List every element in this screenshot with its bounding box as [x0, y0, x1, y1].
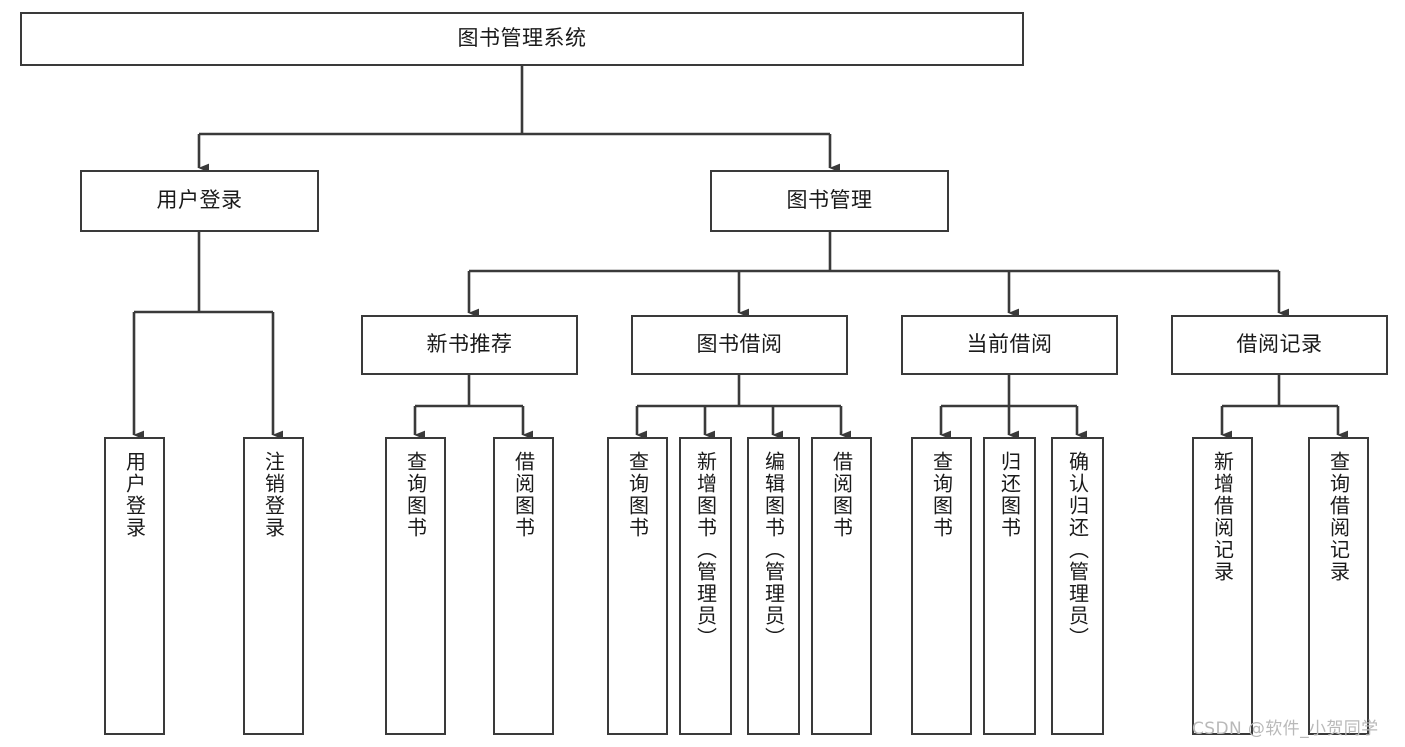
node-leaf-logout-login[interactable]: 注销登录 [243, 437, 304, 735]
node-root-system-label: 图书管理系统 [457, 26, 587, 51]
node-new-book-recommend-label: 新书推荐 [426, 332, 513, 357]
node-leaf-return-book-label: 归还图书 [997, 451, 1022, 539]
node-book-borrow[interactable]: 图书借阅 [631, 315, 848, 375]
node-leaf-add-record-label: 新增借阅记录 [1210, 451, 1235, 583]
node-leaf-query-book-2[interactable]: 查询图书 [607, 437, 668, 735]
csdn-watermark: CSDN @软件_小贺同学 [1192, 719, 1379, 739]
node-leaf-borrow-book-2-label: 借阅图书 [829, 451, 854, 539]
node-user-login[interactable]: 用户登录 [80, 170, 319, 232]
node-borrow-record-label: 借阅记录 [1236, 332, 1323, 357]
node-leaf-query-book-2-label: 查询图书 [625, 451, 650, 539]
node-leaf-borrow-book-1[interactable]: 借阅图书 [493, 437, 554, 735]
node-leaf-user-login[interactable]: 用户登录 [104, 437, 165, 735]
node-leaf-edit-book-label: 编辑图书（管理员） [761, 451, 786, 649]
node-leaf-return-book[interactable]: 归还图书 [983, 437, 1036, 735]
node-leaf-query-book-1[interactable]: 查询图书 [385, 437, 446, 735]
node-leaf-query-book-3[interactable]: 查询图书 [911, 437, 972, 735]
node-new-book-recommend[interactable]: 新书推荐 [361, 315, 578, 375]
node-leaf-query-record[interactable]: 查询借阅记录 [1308, 437, 1369, 735]
node-leaf-edit-book[interactable]: 编辑图书（管理员） [747, 437, 800, 735]
node-leaf-logout-login-label: 注销登录 [261, 451, 286, 539]
node-leaf-borrow-book-1-label: 借阅图书 [511, 451, 536, 539]
node-book-management-label: 图书管理 [786, 188, 873, 213]
node-book-management[interactable]: 图书管理 [710, 170, 949, 232]
node-current-borrow[interactable]: 当前借阅 [901, 315, 1118, 375]
node-leaf-query-book-1-label: 查询图书 [403, 451, 428, 539]
node-leaf-user-login-label: 用户登录 [122, 451, 147, 539]
node-leaf-add-book-label: 新增图书（管理员） [693, 451, 718, 649]
node-root-system[interactable]: 图书管理系统 [20, 12, 1024, 66]
node-leaf-confirm-return[interactable]: 确认归还（管理员） [1051, 437, 1104, 735]
node-leaf-query-book-3-label: 查询图书 [929, 451, 954, 539]
node-leaf-add-book[interactable]: 新增图书（管理员） [679, 437, 732, 735]
node-leaf-query-record-label: 查询借阅记录 [1326, 451, 1351, 583]
node-leaf-borrow-book-2[interactable]: 借阅图书 [811, 437, 872, 735]
node-leaf-confirm-return-label: 确认归还（管理员） [1065, 451, 1090, 649]
node-current-borrow-label: 当前借阅 [966, 332, 1053, 357]
node-user-login-label: 用户登录 [156, 188, 243, 213]
node-leaf-add-record[interactable]: 新增借阅记录 [1192, 437, 1253, 735]
node-borrow-record[interactable]: 借阅记录 [1171, 315, 1388, 375]
node-book-borrow-label: 图书借阅 [696, 332, 783, 357]
